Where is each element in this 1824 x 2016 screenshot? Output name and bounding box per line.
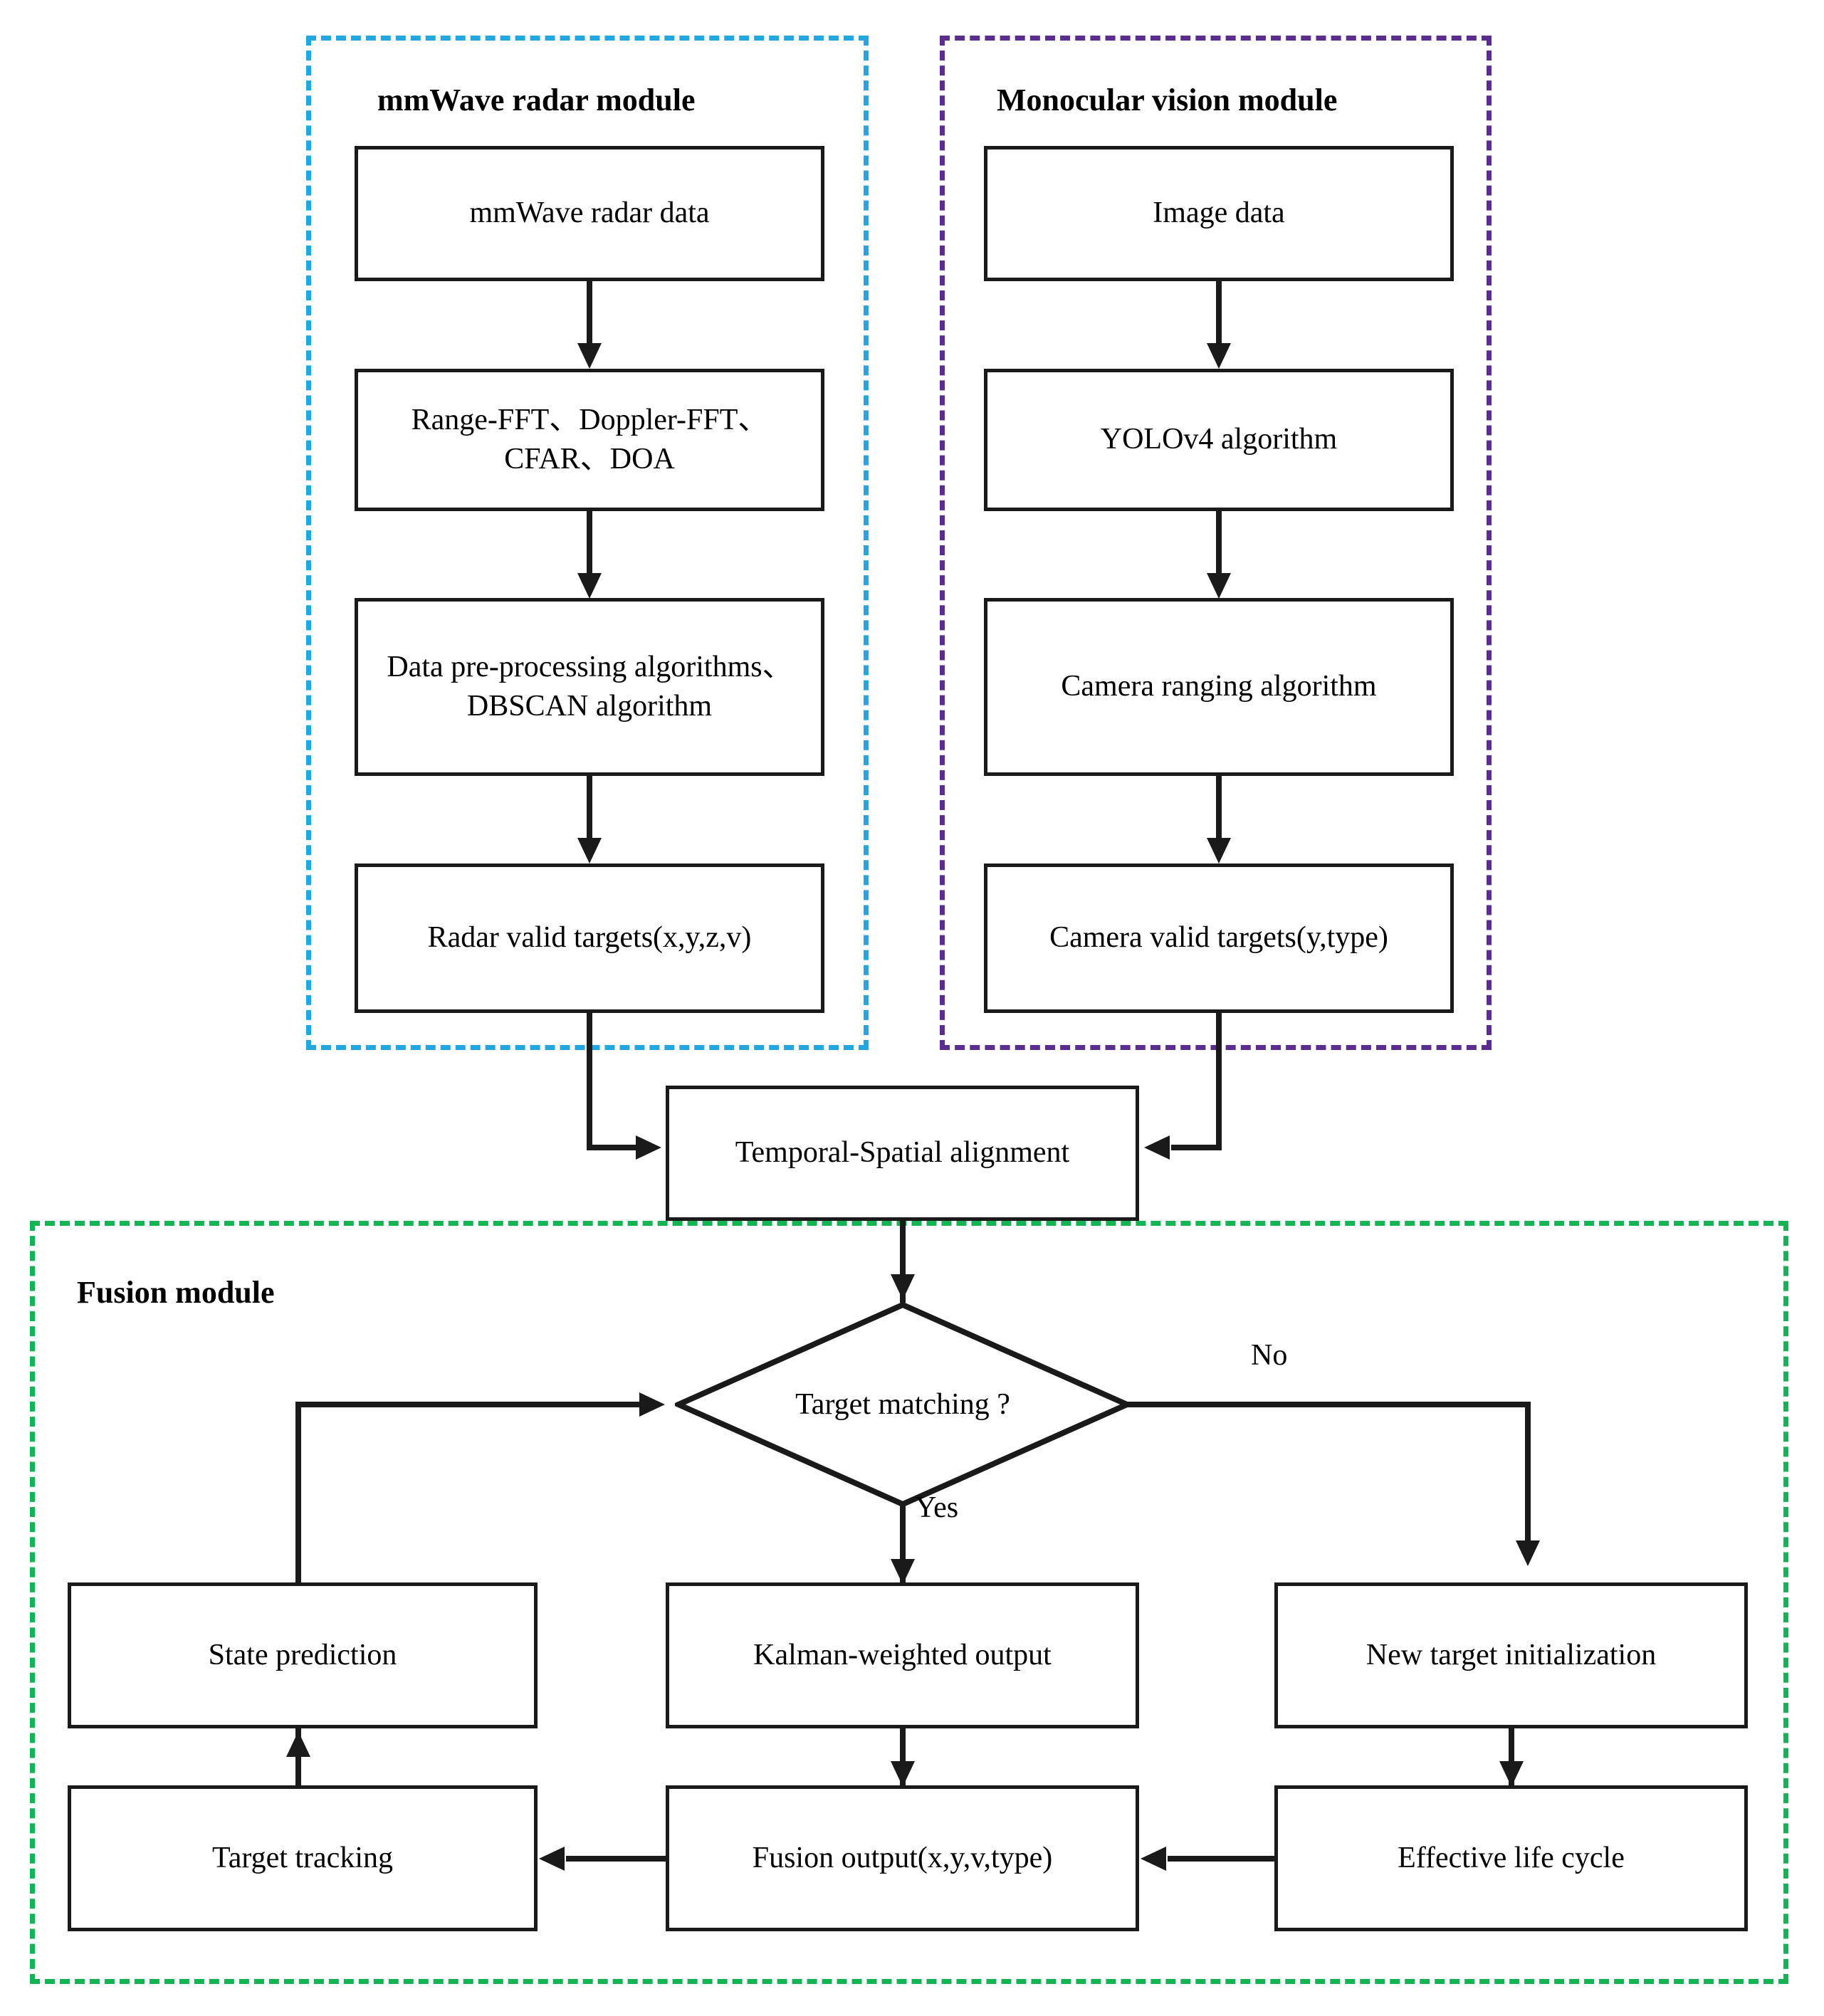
edge-image-to-yolo — [1216, 281, 1222, 356]
arrow-kalman-to-fusion-output — [891, 1761, 915, 1787]
edge-camera-targets-left — [1171, 1145, 1222, 1150]
node-fusion-output[interactable]: Fusion output(x,y,v,type) — [666, 1785, 1139, 1931]
decision-target-matching[interactable]: Target matching ? — [675, 1301, 1131, 1508]
edge-no-vertical — [1525, 1402, 1531, 1560]
arrow-yes-to-kalman — [891, 1559, 915, 1585]
edge-no-horizontal — [1127, 1402, 1531, 1407]
node-image-data[interactable]: Image data — [984, 146, 1454, 281]
edge-tracking-to-state-prediction — [295, 1728, 301, 1787]
edge-radar-targets-down — [587, 1013, 592, 1150]
arrow-image-to-yolo — [1207, 343, 1231, 369]
arrow-fusion-output-to-tracking — [539, 1847, 565, 1871]
arrow-state-prediction-to-decision — [639, 1392, 665, 1417]
node-radar-valid-targets[interactable]: Radar valid targets(x,y,z,v) — [355, 863, 824, 1013]
node-temporal-spatial-alignment[interactable]: Temporal-Spatial alignment — [666, 1086, 1139, 1221]
node-radar-fft[interactable]: Range-FFT、Doppler-FFT、CFAR、DOA — [355, 369, 824, 511]
edge-yes-vertical — [900, 1504, 906, 1582]
arrow-new-target-to-life-cycle — [1499, 1761, 1524, 1787]
edge-new-target-to-life-cycle — [1509, 1728, 1514, 1787]
edge-label-yes: Yes — [915, 1491, 959, 1524]
edge-kalman-to-fusion-output — [900, 1728, 906, 1787]
edge-preproc-to-targets — [587, 776, 592, 851]
arrow-tracking-to-state-prediction — [286, 1731, 310, 1757]
edge-radar-data-to-fft — [587, 281, 592, 356]
arrow-no-to-new-target — [1516, 1540, 1540, 1566]
edge-ranging-to-targets — [1216, 776, 1222, 851]
edge-life-cycle-to-fusion-output — [1168, 1856, 1276, 1862]
node-kalman-weighted-output[interactable]: Kalman-weighted output — [666, 1582, 1139, 1728]
edge-radar-targets-right — [587, 1145, 638, 1150]
node-yolov4[interactable]: YOLOv4 algorithm — [984, 369, 1454, 511]
node-effective-life-cycle[interactable]: Effective life cycle — [1274, 1785, 1748, 1931]
arrow-fft-to-preproc — [577, 573, 602, 599]
edge-camera-targets-down — [1216, 1013, 1222, 1150]
module-title-radar: mmWave radar module — [377, 83, 696, 117]
node-radar-data[interactable]: mmWave radar data — [355, 146, 824, 281]
node-camera-ranging[interactable]: Camera ranging algorithm — [984, 598, 1454, 776]
edge-yolo-to-ranging — [1216, 511, 1222, 586]
module-container-fusion — [30, 1221, 1788, 1984]
module-title-vision: Monocular vision module — [997, 83, 1338, 117]
arrow-radar-to-alignment — [636, 1135, 661, 1160]
node-radar-preprocessing[interactable]: Data pre-processing algorithms、DBSCAN al… — [355, 598, 824, 776]
edge-fft-to-preproc — [587, 511, 592, 586]
diamond-shape — [675, 1301, 1131, 1508]
arrow-preproc-to-targets — [577, 838, 602, 863]
module-title-fusion: Fusion module — [77, 1275, 275, 1310]
node-state-prediction[interactable]: State prediction — [68, 1582, 538, 1728]
module-container-vision — [940, 36, 1492, 1050]
edge-label-no: No — [1251, 1339, 1288, 1372]
arrow-yolo-to-ranging — [1207, 573, 1231, 599]
arrow-camera-to-alignment — [1144, 1135, 1170, 1160]
node-new-target-initialization[interactable]: New target initialization — [1274, 1582, 1748, 1728]
arrow-radar-data-to-fft — [577, 343, 602, 369]
edge-state-prediction-up — [295, 1402, 301, 1585]
arrow-ranging-to-targets — [1207, 838, 1231, 863]
arrow-alignment-to-decision — [891, 1274, 915, 1300]
node-target-tracking[interactable]: Target tracking — [68, 1785, 538, 1931]
edge-state-prediction-right — [295, 1402, 646, 1407]
edge-fusion-output-to-tracking — [566, 1856, 667, 1862]
node-camera-valid-targets[interactable]: Camera valid targets(y,type) — [984, 863, 1454, 1013]
arrow-life-cycle-to-fusion-output — [1141, 1847, 1166, 1871]
edge-alignment-to-decision — [900, 1221, 906, 1303]
